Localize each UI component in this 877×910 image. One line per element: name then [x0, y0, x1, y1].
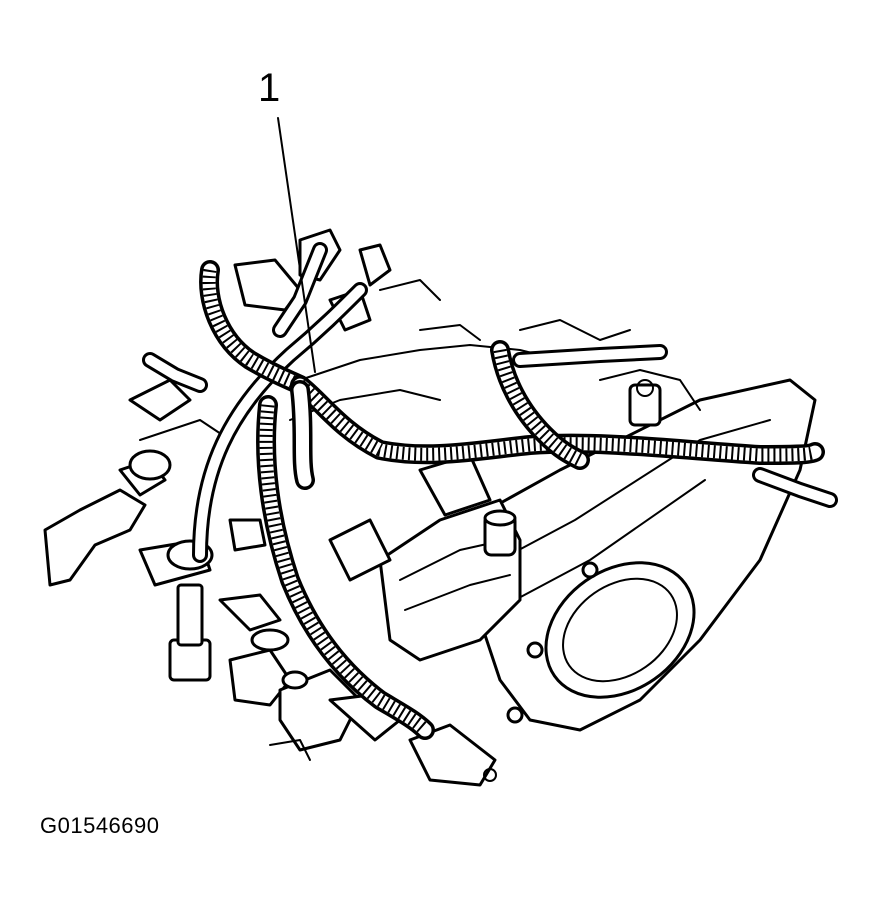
- intake-plenum-cover: [468, 378, 817, 732]
- figure-id: G01546690: [40, 813, 160, 838]
- left-components: [43, 228, 497, 787]
- intake-manifold: [289, 319, 701, 662]
- wiring-harness-conduit: [199, 260, 825, 740]
- callout-number: 1: [258, 66, 281, 110]
- callout-leader-line: [277, 117, 316, 373]
